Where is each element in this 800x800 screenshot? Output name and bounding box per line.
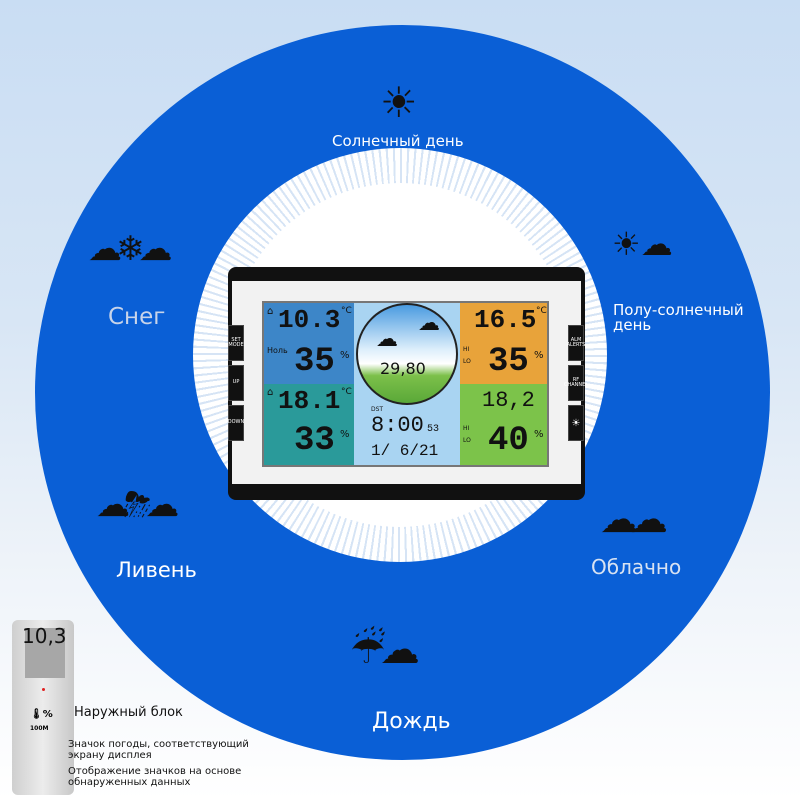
- temp-unit: °C: [341, 387, 352, 397]
- indoor-label: Ноль: [267, 346, 288, 355]
- set-mode-button[interactable]: SET MODE: [228, 325, 244, 361]
- ch1-temp: 18.1: [278, 386, 341, 416]
- indoor-temp: 10.3: [278, 305, 341, 335]
- label-shower: Ливень: [116, 558, 197, 582]
- label-partly-sunny: Полу-солнечный день: [613, 301, 744, 334]
- shower-icon: ☁⛈☁: [96, 485, 179, 525]
- ch3-humidity: 40: [488, 422, 529, 460]
- channel1-panel: ⌂ 18.1 °C 33 %: [264, 384, 354, 465]
- ch3-temp: 18,2: [482, 388, 535, 413]
- outdoor-note-2: Отображение значков на основе обнаруженн…: [68, 766, 242, 788]
- label-snow: Снег: [108, 304, 166, 330]
- ch1-humidity: 33: [294, 422, 335, 460]
- alerts-button[interactable]: ALM ALERTS: [567, 325, 585, 361]
- home-icon: ⌂: [267, 387, 274, 398]
- pressure-value: 29,80: [380, 359, 426, 378]
- outdoor-note-1: Значок погоды, соответствующий экрану ди…: [68, 739, 249, 761]
- home-icon: ⌂: [267, 306, 274, 317]
- outdoor-pct: 🌡%: [30, 709, 53, 720]
- dst-label: DST: [371, 406, 384, 413]
- channel3-panel: HI LO 18,2 40 %: [460, 384, 547, 465]
- forecast-sky: ☁ ☁ 29,80: [356, 303, 458, 405]
- cloud-icon: ☁: [418, 311, 440, 336]
- outdoor-value: 10,3: [22, 624, 67, 648]
- pct: %: [340, 350, 350, 361]
- lo-label: LO: [463, 437, 471, 444]
- rain-icon: ☔☁: [350, 627, 420, 673]
- snow-icon: ☁❄☁: [88, 229, 172, 269]
- ch2-temp: 16.5: [474, 305, 537, 335]
- outdoor-screen: [25, 628, 65, 678]
- pct: %: [340, 429, 350, 440]
- up-button[interactable]: UP: [228, 365, 244, 401]
- clock-time: 8:00: [371, 413, 424, 438]
- pct: %: [42, 709, 53, 720]
- channel2-panel: HI LO 16.5 °C 35 %: [460, 303, 547, 384]
- channel-button[interactable]: RF CHANNEL: [564, 365, 588, 401]
- temp-unit: °C: [341, 306, 352, 316]
- sun-icon: ☀: [380, 78, 418, 127]
- cloud-icon: ☁: [376, 327, 398, 352]
- led-indicator: [42, 688, 45, 691]
- label-sunny: Солнечный день: [332, 132, 464, 150]
- clock-seconds: 53: [427, 424, 440, 435]
- label-rain: Дождь: [372, 709, 451, 734]
- hi-label: HI: [463, 346, 470, 353]
- range-badge: 100M: [30, 725, 49, 732]
- temp-unit: °C: [536, 306, 547, 316]
- pct: %: [534, 350, 544, 361]
- pct: %: [534, 429, 544, 440]
- ch2-humidity: 35: [488, 343, 529, 381]
- label-cloudy: Облачно: [591, 555, 682, 579]
- hi-label: HI: [463, 425, 470, 432]
- time-panel: DST 8:00 53 1/ 6/21: [367, 405, 447, 465]
- outdoor-unit: 🌡% 100M: [12, 620, 74, 795]
- outdoor-title: Наружный блок: [74, 705, 183, 720]
- indoor-panel: ⌂ 10.3 °C Ноль 35 %: [264, 303, 354, 384]
- cloudy-icon: ☁☁: [600, 497, 668, 541]
- light-button[interactable]: ☀: [568, 405, 584, 441]
- clock-date: 1/ 6/21: [371, 442, 439, 460]
- lo-label: LO: [463, 358, 471, 365]
- partly-sunny-icon: ☀☁: [612, 225, 673, 263]
- indoor-humidity: 35: [294, 343, 335, 381]
- down-button[interactable]: DOWN: [228, 405, 244, 441]
